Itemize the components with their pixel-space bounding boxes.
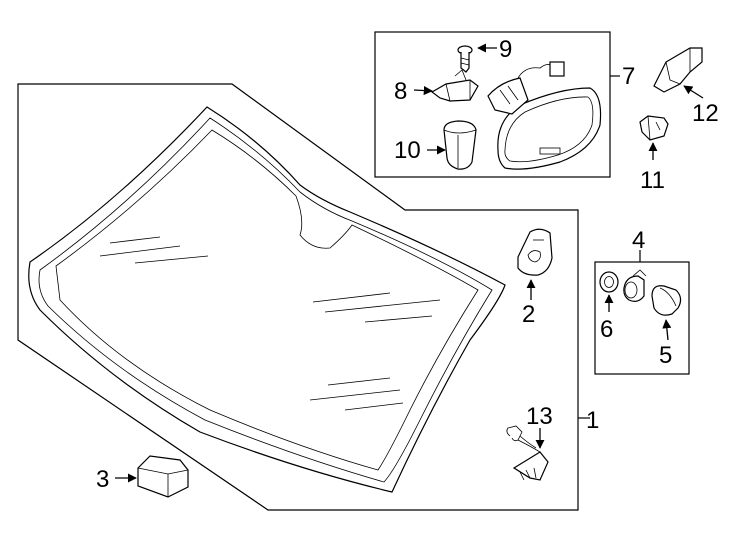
part-2-bracket — [517, 228, 553, 300]
callout-3: 3 — [96, 466, 109, 493]
part-7-group-box — [374, 31, 611, 178]
part-11-clip — [639, 115, 669, 160]
part-8-mount — [413, 69, 479, 102]
part-10-cover — [427, 120, 477, 170]
callout-9: 9 — [499, 36, 512, 63]
part-12-trim — [653, 47, 704, 99]
callout-2: 2 — [522, 301, 535, 328]
part-4-sensor — [623, 269, 647, 302]
callout-8: 8 — [394, 78, 407, 105]
windshield-group-outline — [17, 83, 579, 511]
callout-10: 10 — [394, 137, 421, 164]
callout-12: 12 — [692, 100, 719, 127]
callout-11: 11 — [640, 167, 665, 194]
part-6-washer — [599, 271, 619, 312]
callout-7: 7 — [622, 63, 635, 90]
glass-reflection-lines — [99, 236, 441, 411]
part-13-sensor — [506, 425, 549, 481]
part-5-cover — [651, 285, 682, 341]
callout-4: 4 — [632, 227, 645, 254]
callout-13: 13 — [526, 403, 553, 430]
windshield-glass — [28, 106, 506, 493]
part-3-block — [115, 455, 189, 498]
callout-1: 1 — [586, 407, 599, 434]
callout-5: 5 — [659, 342, 672, 369]
part-9-screw — [457, 43, 497, 73]
part-7-mirror — [487, 61, 602, 170]
callout-6: 6 — [600, 316, 613, 343]
part-4-group-box — [594, 261, 690, 375]
